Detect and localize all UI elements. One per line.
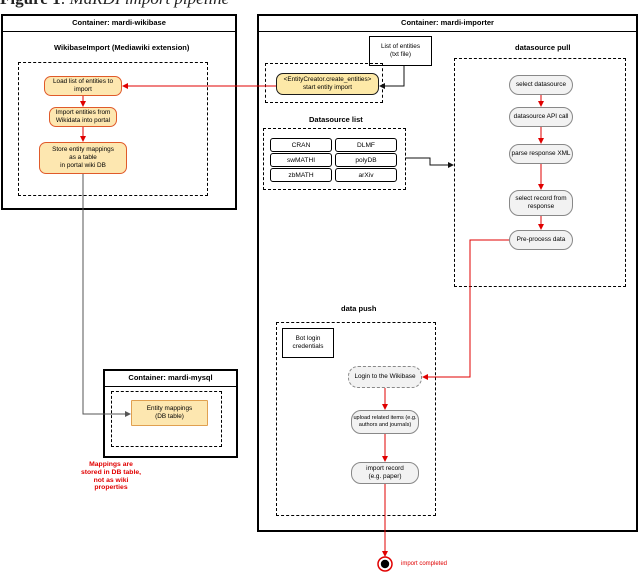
entity-list-file: List of entities (txt file) [369, 36, 432, 66]
datasource-pull-frame [454, 58, 626, 287]
mappings-note: Mappings are stored in DB table, not as … [80, 461, 142, 492]
select-datasource-node: select datasource [509, 75, 573, 95]
datasource-list-frame [263, 128, 406, 190]
entity-mappings-table: Entity mappings (DB table) [131, 400, 208, 426]
container-wikibase-title: Container: mardi-wikibase [3, 16, 235, 32]
api-call-node: datasource API call [509, 107, 573, 127]
select-record-node: select record from response [509, 190, 573, 216]
arrow-file-to-create [379, 66, 405, 89]
container-mysql-title: Container: mardi-mysql [105, 371, 236, 387]
import-wikidata-node: Import entities from Wikidata into porta… [49, 107, 117, 127]
parse-xml-node: parse response XML [509, 144, 573, 164]
figure-title: MaRDI import pipeline [70, 0, 230, 8]
extension-label: WikibaseImport (Mediawiki extension) [54, 43, 190, 52]
import-record-node: import record (e.g. paper) [351, 462, 419, 484]
end-label: import completed [401, 561, 448, 567]
arrow-list-to-pull [406, 157, 454, 168]
datasource-arxiv: arXiv [335, 168, 397, 182]
login-node: Login to the Wikibase [348, 366, 422, 388]
datasource-polydb: polyDB [335, 153, 397, 167]
figure-number: Figure 1 [0, 0, 61, 8]
figure-caption: Figure 1: MaRDI import pipeline [0, 0, 229, 9]
container-importer-title: Container: mardi-importer [259, 16, 636, 32]
create-entities-node: <EntityCreator.create_entities> start en… [276, 73, 379, 95]
datasource-swmath: swMATHI [270, 153, 332, 167]
end-marker [377, 556, 393, 572]
datasource-dlmf: DLMF [335, 138, 397, 152]
store-mappings-node: Store entity mappings as a table in port… [39, 142, 127, 174]
container-wikibase: Container: mardi-wikibase [1, 14, 237, 210]
upload-items-node: upload related items (e.g. authors and j… [351, 410, 419, 434]
preprocess-node: Pre-process data [509, 230, 573, 250]
arrow-store-to-mysql [82, 174, 131, 417]
caption-sep: : [61, 0, 70, 8]
arrow-preprocess-to-login [422, 239, 509, 380]
load-entities-node: Load list of entities to import [44, 76, 122, 96]
extension-frame [18, 62, 208, 196]
data-push-frame [276, 322, 436, 516]
bot-credentials-node: Bot login credentials [282, 328, 334, 358]
mysql-frame [111, 391, 222, 447]
datasource-zbmath: zbMATH [270, 168, 332, 182]
datasource-pull-label: datasource pull [515, 43, 571, 52]
data-push-label: data push [341, 304, 377, 313]
datasource-list-label: Datasource list [309, 115, 363, 124]
container-importer: Container: mardi-importer [257, 14, 638, 532]
datasource-cran: CRAN [270, 138, 332, 152]
